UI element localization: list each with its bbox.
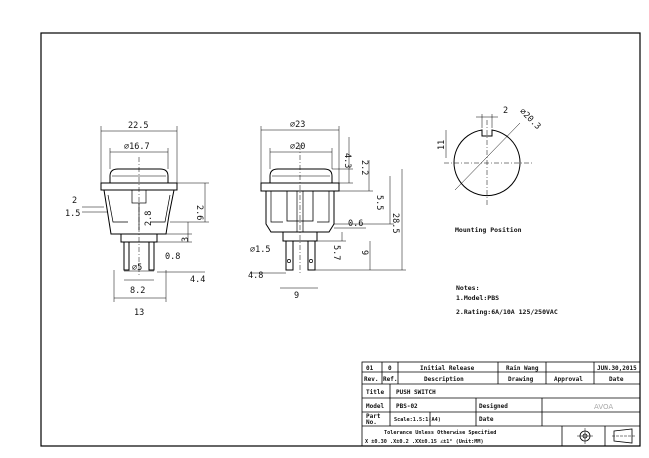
sheet-border xyxy=(40,32,641,447)
model-value: PBS-02 xyxy=(396,403,418,410)
header-drawing: Drawing xyxy=(508,376,534,383)
mounting-dimensions: 2 ⌀20.3 11 xyxy=(437,106,542,150)
dim-side-cap-h: 4.3 xyxy=(342,153,352,168)
rev-drawing: Rain Wang xyxy=(506,365,539,372)
dim-front-cap-dia: ⌀16.7 xyxy=(124,142,150,152)
date-label: Date xyxy=(479,416,494,423)
dim-front-height: 2.6 xyxy=(194,205,204,220)
dim-side-clip: 0.6 xyxy=(348,219,363,229)
side-view-dimension-lines xyxy=(250,126,406,289)
dim-side-total-h: 28.5 xyxy=(390,213,400,233)
header-ref: Ref. xyxy=(383,376,397,383)
front-view-dimensions: 22.5 ⌀16.7 2 1.5 2.6 2.8 3 0.8 ⌀5 8.2 13… xyxy=(65,121,205,318)
header-rev: Rev. xyxy=(364,376,378,383)
dim-front-terminal-thk: 0.8 xyxy=(165,252,180,262)
mounting-view xyxy=(444,114,532,206)
mounting-caption: Mounting Position xyxy=(455,226,522,234)
dim-side-term-h: 5.7 xyxy=(331,245,341,260)
rev-ref: 0 xyxy=(388,365,392,372)
dim-front-terminal-dia: ⌀5 xyxy=(132,263,142,273)
title-block-text: 01 0 Initial Release Rain Wang JUN.30,20… xyxy=(364,365,637,445)
dim-side-bezel-dia: ⌀23 xyxy=(290,120,305,130)
dim-front-base: 3 xyxy=(181,237,191,242)
scale-text: Scale:1.5:1(A4) xyxy=(394,417,441,423)
side-view xyxy=(260,145,340,275)
notes-heading: Notes: xyxy=(456,284,479,292)
model-label: Model xyxy=(366,403,384,410)
dim-front-width: 22.5 xyxy=(128,121,148,131)
designed-label: Designed xyxy=(479,403,508,410)
company-mark: AVOA xyxy=(594,403,613,411)
dim-front-offset: 2 xyxy=(72,196,77,206)
side-view-dimensions: ⌀23 ⌀20 4.3 2.2 5.5 28.5 0.6 ⌀1.5 5.7 9 … xyxy=(248,120,400,301)
dim-side-term-len: 9 xyxy=(359,250,369,255)
rev-date: JUN.30,2015 xyxy=(597,365,637,372)
dim-mount-flat: 2 xyxy=(503,106,508,116)
tolerance-line: X ±0.30 .X±0.2 .XX±0.15 ∠±1° (Unit:MM) xyxy=(365,439,484,445)
notes: Notes: 1.Model:PBS 2.Rating:6A/10A 125/2… xyxy=(456,284,558,316)
dim-side-pitch: 9 xyxy=(294,291,299,301)
tolerance-title: Tolerance Unless Otherwise Specified xyxy=(384,430,496,436)
header-date: Date xyxy=(609,376,624,383)
header-approval: Approval xyxy=(554,376,583,383)
rev-number: 01 xyxy=(366,365,374,372)
note-line-2: 2.Rating:6A/10A 125/250VAC xyxy=(456,308,558,316)
dim-front-inner: 2.8 xyxy=(144,211,154,226)
part-label: Part xyxy=(366,413,381,420)
dim-side-hole: ⌀1.5 xyxy=(250,245,270,255)
dim-side-bezel-h: 2.2 xyxy=(359,160,369,175)
rev-description: Initial Release xyxy=(420,365,475,372)
title-label: Title xyxy=(366,389,384,396)
front-view xyxy=(100,157,178,275)
dim-mount-dia: ⌀20.3 xyxy=(517,107,542,132)
dim-front-terminal-len: 4.4 xyxy=(190,275,205,285)
dim-front-gap: 1.5 xyxy=(65,209,80,219)
front-view-dimension-lines xyxy=(82,126,209,302)
dim-side-offset: 4.8 xyxy=(248,271,263,281)
dim-front-base-width: 13 xyxy=(134,308,144,318)
dim-mount-depth: 11 xyxy=(437,140,447,150)
title-block xyxy=(361,361,641,447)
note-line-1: 1.Model:PBS xyxy=(456,294,499,302)
header-description: Description xyxy=(424,376,464,383)
title-value: PUSH SWITCH xyxy=(396,389,436,396)
dim-side-body-h: 5.5 xyxy=(374,195,384,210)
dim-front-pitch: 8.2 xyxy=(130,286,145,296)
dim-side-cap-dia: ⌀20 xyxy=(290,142,305,152)
part-label-no: No. xyxy=(366,419,377,426)
